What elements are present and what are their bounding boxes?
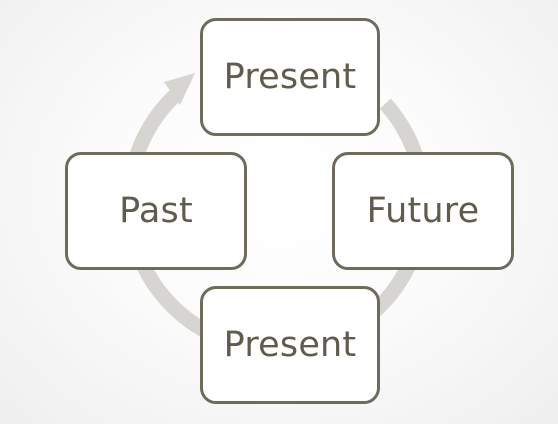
node-label: Future	[366, 191, 480, 231]
node-present-top: Present	[200, 18, 380, 136]
node-future: Future	[332, 152, 514, 270]
node-label: Past	[119, 191, 193, 231]
cycle-arrowhead-icon	[164, 73, 195, 105]
node-past: Past	[65, 152, 247, 270]
node-label: Present	[223, 57, 357, 97]
node-present-bottom: Present	[200, 286, 380, 404]
node-label: Present	[223, 325, 357, 365]
